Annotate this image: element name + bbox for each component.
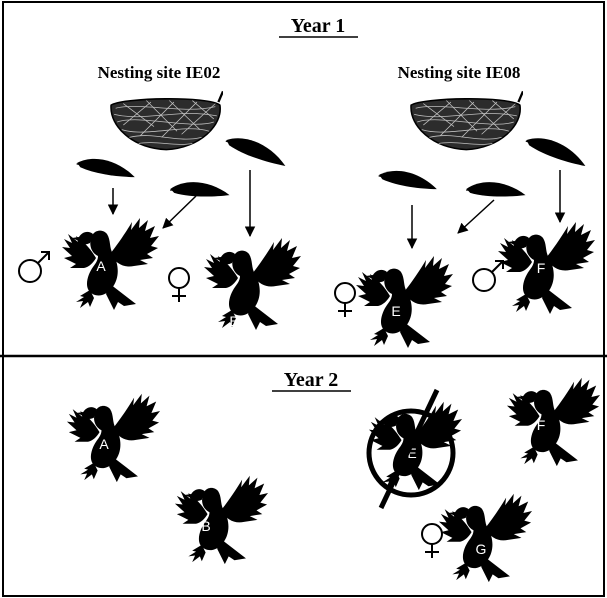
eagle-icon xyxy=(507,378,600,466)
eagle-icon xyxy=(498,222,595,314)
nest-icon xyxy=(111,91,223,149)
year1-title: Year 1 xyxy=(291,15,346,37)
eagle-icon xyxy=(175,476,268,564)
eagle-icon xyxy=(62,218,159,310)
male-symbol-icon xyxy=(19,252,49,282)
feather-icon xyxy=(170,173,231,211)
male-symbol-icon xyxy=(473,261,503,291)
site-ie08-label: Nesting site IE08 xyxy=(398,63,521,82)
bird-label-a: A xyxy=(99,436,109,452)
bird-label-b: B xyxy=(201,518,210,534)
bird-label-f: F xyxy=(537,417,546,433)
feather-icon xyxy=(525,125,587,180)
site-ie02-label: Nesting site IE02 xyxy=(98,63,221,82)
feather-icon xyxy=(225,125,287,180)
arrow-icon xyxy=(163,196,196,228)
bird-label-e: E xyxy=(391,303,400,319)
female-symbol-icon xyxy=(335,283,355,317)
feather-icon xyxy=(378,159,438,204)
eagle-icon xyxy=(67,394,160,482)
arrow-icon xyxy=(458,200,494,233)
bird-label-b: B xyxy=(229,313,238,329)
eagle-icon xyxy=(356,256,453,348)
nest-icon xyxy=(411,91,523,149)
feather-icon xyxy=(76,147,136,192)
year2-title: Year 2 xyxy=(284,369,339,391)
female-symbol-icon xyxy=(422,524,442,558)
bird-label-f: F xyxy=(537,260,546,276)
feather-icon xyxy=(466,173,527,211)
eagle-icon xyxy=(204,238,301,330)
female-symbol-icon xyxy=(169,268,189,302)
eagle-icon xyxy=(439,494,532,582)
bird-label-a: A xyxy=(96,258,106,274)
bird-label-g: G xyxy=(476,541,487,557)
